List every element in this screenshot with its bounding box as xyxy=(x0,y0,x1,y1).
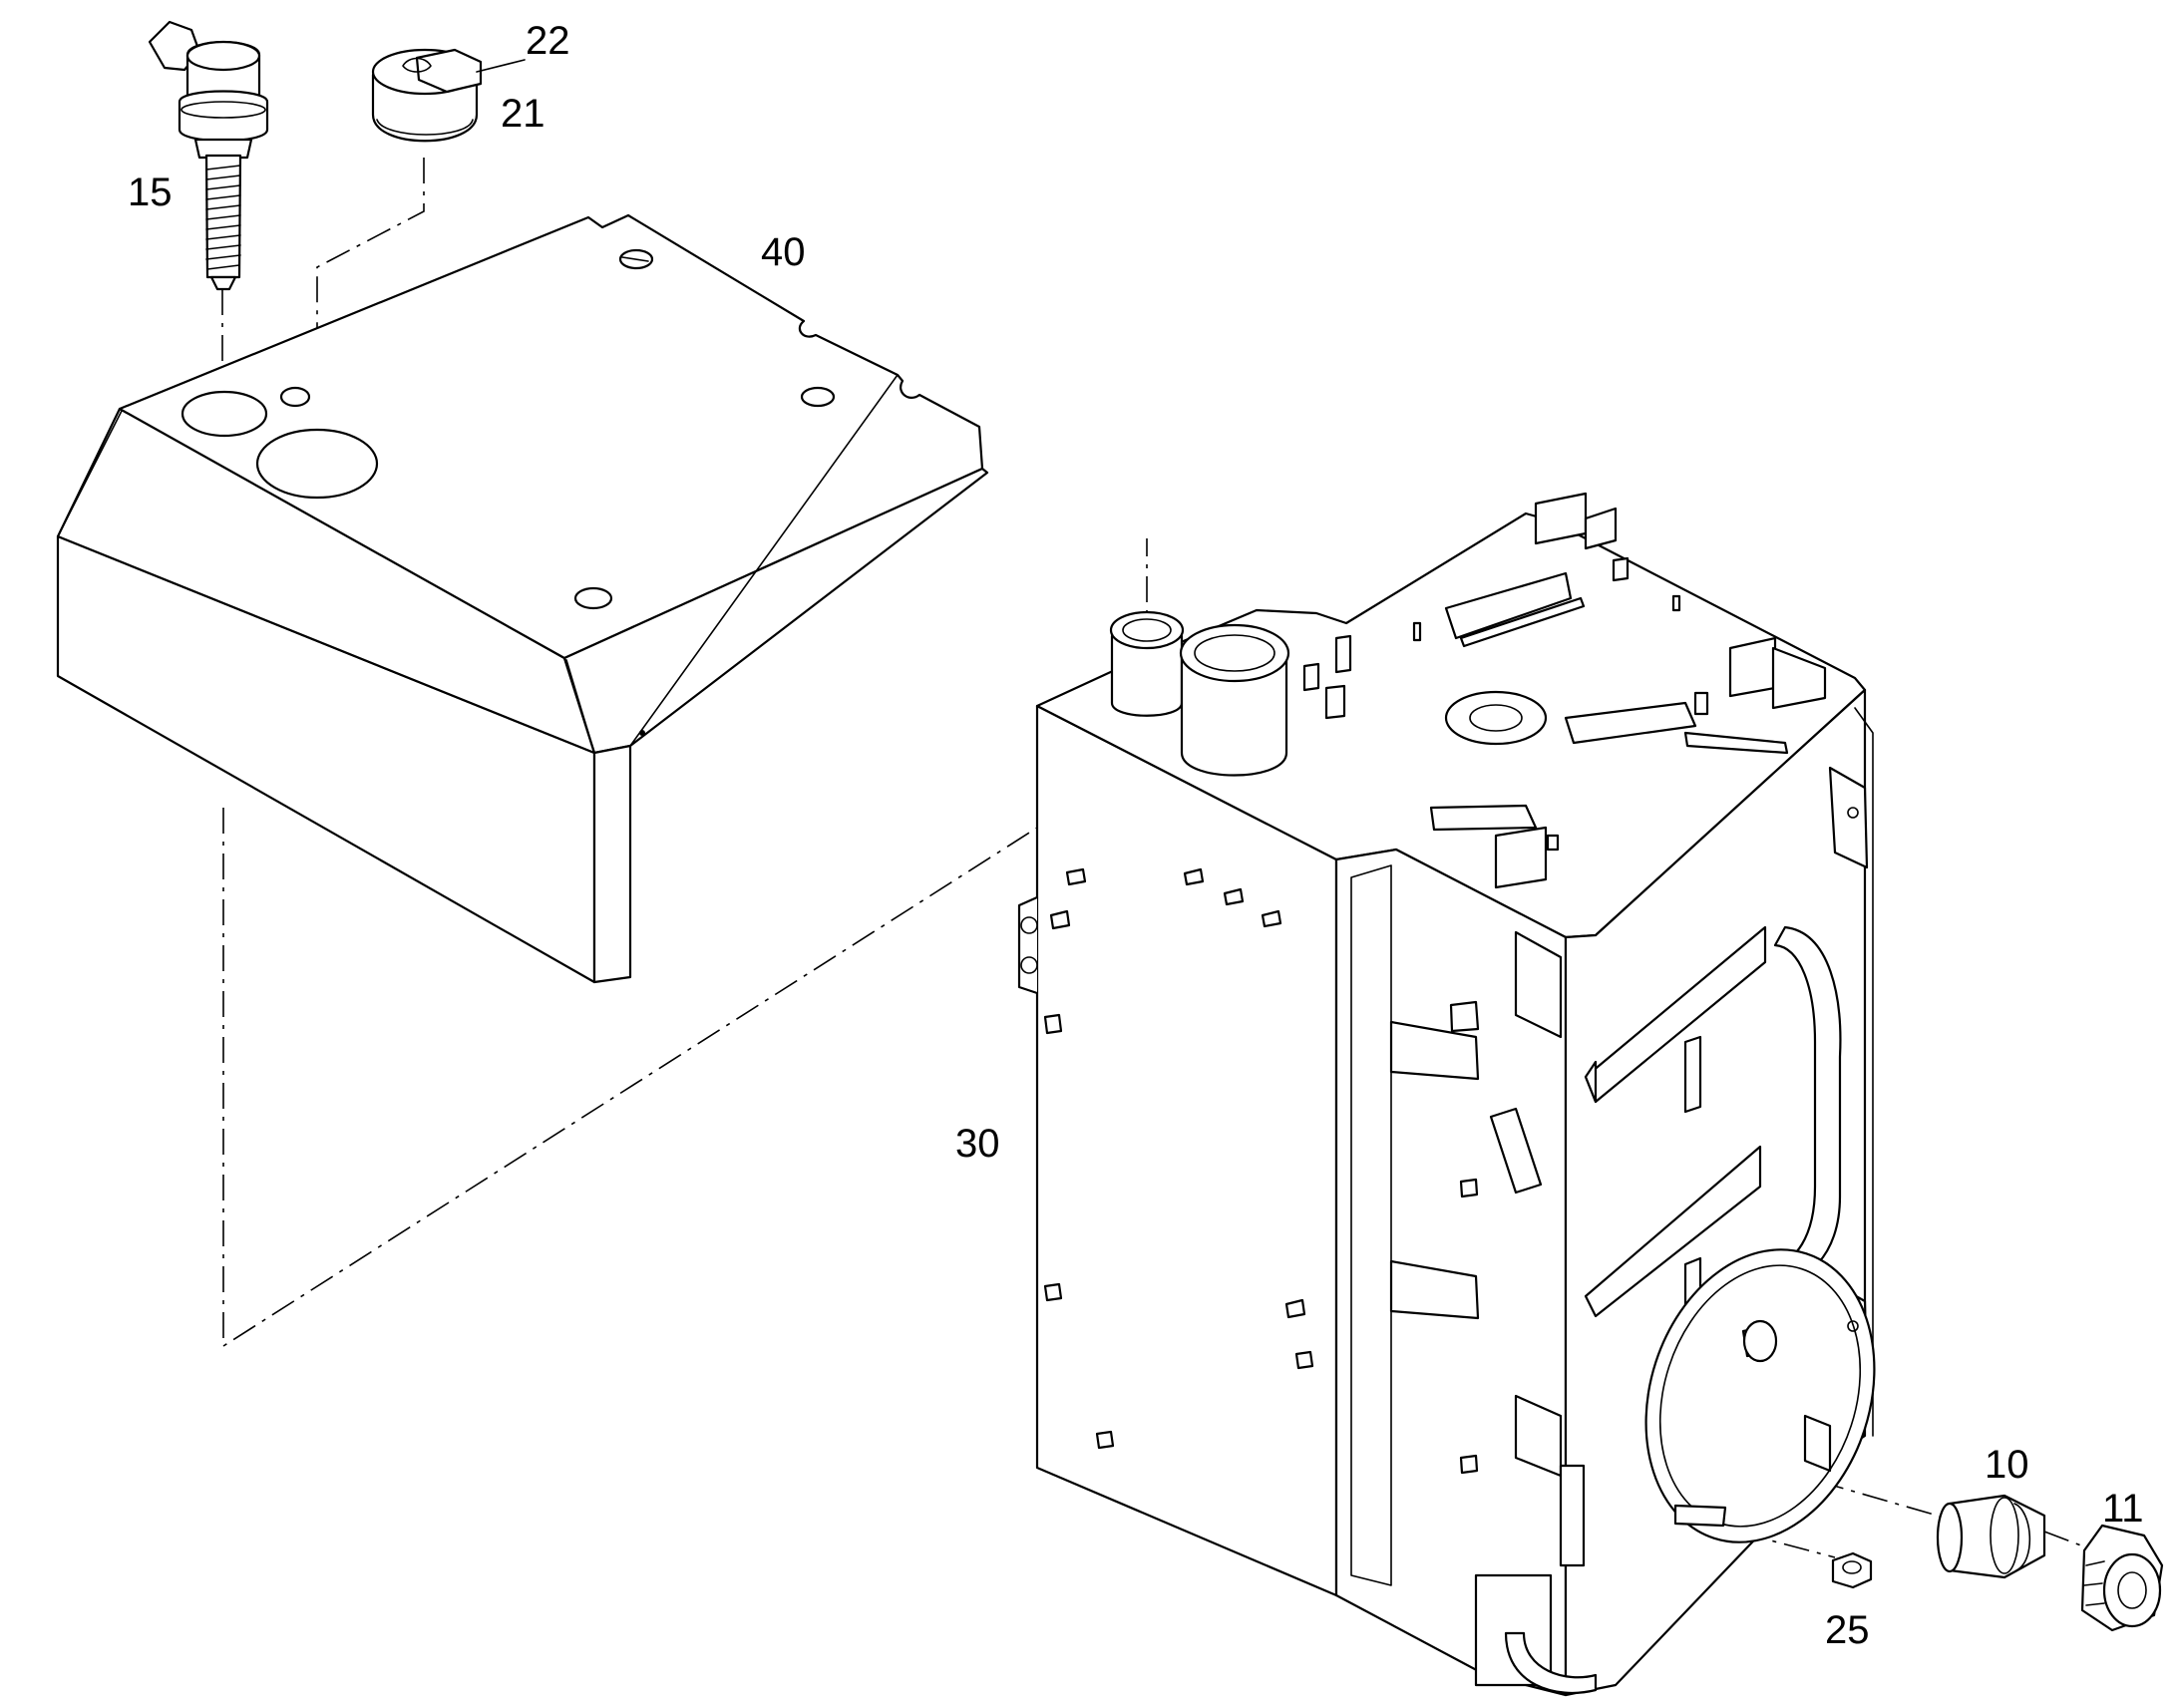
part-22-clip xyxy=(402,48,483,94)
label-part-15: 15 xyxy=(128,171,173,214)
tank-left-studs xyxy=(1043,867,1314,1450)
part-10-fitting xyxy=(1936,1494,2046,1579)
label-part-10: 10 xyxy=(1985,1443,2029,1487)
callout-leaders xyxy=(476,59,526,73)
part-11-cap xyxy=(2080,1524,2164,1632)
part-40-cover xyxy=(56,213,989,984)
label-part-22: 22 xyxy=(526,19,570,63)
part-15-screw-fitting xyxy=(148,20,269,291)
label-part-25: 25 xyxy=(1825,1608,1870,1652)
label-part-40: 40 xyxy=(761,230,806,274)
tank-filler-necks xyxy=(1109,610,1290,777)
part-labels: 15 22 21 40 30 10 11 25 xyxy=(128,19,2144,1652)
part-30-tank xyxy=(1017,492,1876,1697)
label-part-21: 21 xyxy=(501,92,545,136)
label-part-30: 30 xyxy=(955,1122,1000,1166)
tank-right-details xyxy=(1504,766,1876,1694)
tank-top-details xyxy=(1302,492,1827,889)
part-25-nut xyxy=(1831,1551,1873,1589)
label-part-11: 11 xyxy=(2102,1487,2144,1531)
